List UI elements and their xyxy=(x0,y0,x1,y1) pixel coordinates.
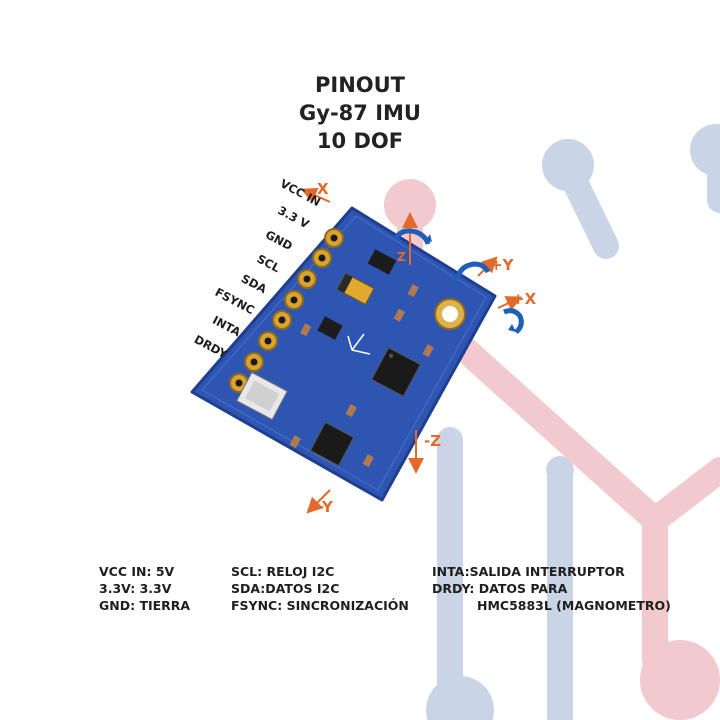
legend-hmc5883l: HMC5883L (MAGNOMETRO) xyxy=(477,598,671,613)
legend-column-1: VCC IN: 5V 3.3V: 3.3V GND: TIERRA xyxy=(99,563,190,614)
legend-column-2: SCL: RELOJ I2C SDA:DATOS I2C FSYNC: SINC… xyxy=(231,563,409,614)
bg-blue-node-2 xyxy=(690,124,720,176)
bg-blue-node-4 xyxy=(546,456,574,484)
title-line-2: Gy-87 IMU xyxy=(299,101,421,125)
pin-pad-vcc xyxy=(324,228,344,248)
tantalum-capacitor xyxy=(336,272,375,306)
title-line-1: PINOUT xyxy=(314,73,405,97)
legend-inta: INTA:SALIDA INTERRUPTOR xyxy=(432,564,625,579)
legend-drdy: DRDY: DATOS PARA xyxy=(432,581,568,596)
pin-pad-scl xyxy=(284,290,304,310)
pos-x-axis-arrow xyxy=(497,296,523,311)
legend-sda: SDA:DATOS I2C xyxy=(231,581,340,596)
pin-pad-sda xyxy=(272,310,292,330)
rotation-y-icon xyxy=(450,261,491,282)
bg-blue-node-1 xyxy=(542,139,594,191)
neg-x-axis-arrow xyxy=(300,188,331,203)
voltage-regulator xyxy=(367,249,397,275)
axis-label-neg-y: -Y xyxy=(318,498,333,516)
smd-components xyxy=(289,284,434,468)
legend-gnd: GND: TIERRA xyxy=(99,598,191,613)
bg-red-node-1 xyxy=(384,179,436,231)
title-line-3: 10 DOF xyxy=(316,129,404,153)
bmp180-sensor xyxy=(236,371,288,421)
pin-pad-inta xyxy=(244,352,264,372)
bg-blue-node-3 xyxy=(426,676,494,720)
chip-axis-marker xyxy=(347,333,371,355)
axis-label-neg-x: -X xyxy=(312,180,329,198)
pcb-board-highlight xyxy=(201,215,487,491)
pin-pad-fsync xyxy=(258,331,278,351)
pin-pad-3v3 xyxy=(312,248,332,268)
rotation-x-icon xyxy=(503,308,524,334)
small-ic xyxy=(317,316,343,340)
hmc5883l-chip xyxy=(309,421,355,467)
axis-label-neg-z: -Z xyxy=(424,432,442,450)
rotation-z-icon xyxy=(393,228,432,245)
pin-pad-gnd xyxy=(297,269,317,289)
bg-red-node-2 xyxy=(640,640,720,720)
legend-3v3: 3.3V: 3.3V xyxy=(99,581,172,596)
legend-vcc: VCC IN: 5V xyxy=(99,564,175,579)
pin-header xyxy=(229,228,344,393)
axis-label-pos-y: +Y xyxy=(490,256,514,274)
legend-column-3: INTA:SALIDA INTERRUPTOR DRDY: DATOS PARA… xyxy=(432,563,671,614)
legend-fsync: FSYNC: SINCRONIZACIÓN xyxy=(231,598,409,613)
mpu6050-chip xyxy=(370,346,422,398)
bg-red-trace-2 xyxy=(642,457,720,533)
neg-y-axis-arrow xyxy=(306,489,331,514)
axis-label-z: Z xyxy=(397,250,406,264)
legend-scl: SCL: RELOJ I2C xyxy=(231,564,335,579)
axis-label-pos-x: +X xyxy=(512,290,537,308)
